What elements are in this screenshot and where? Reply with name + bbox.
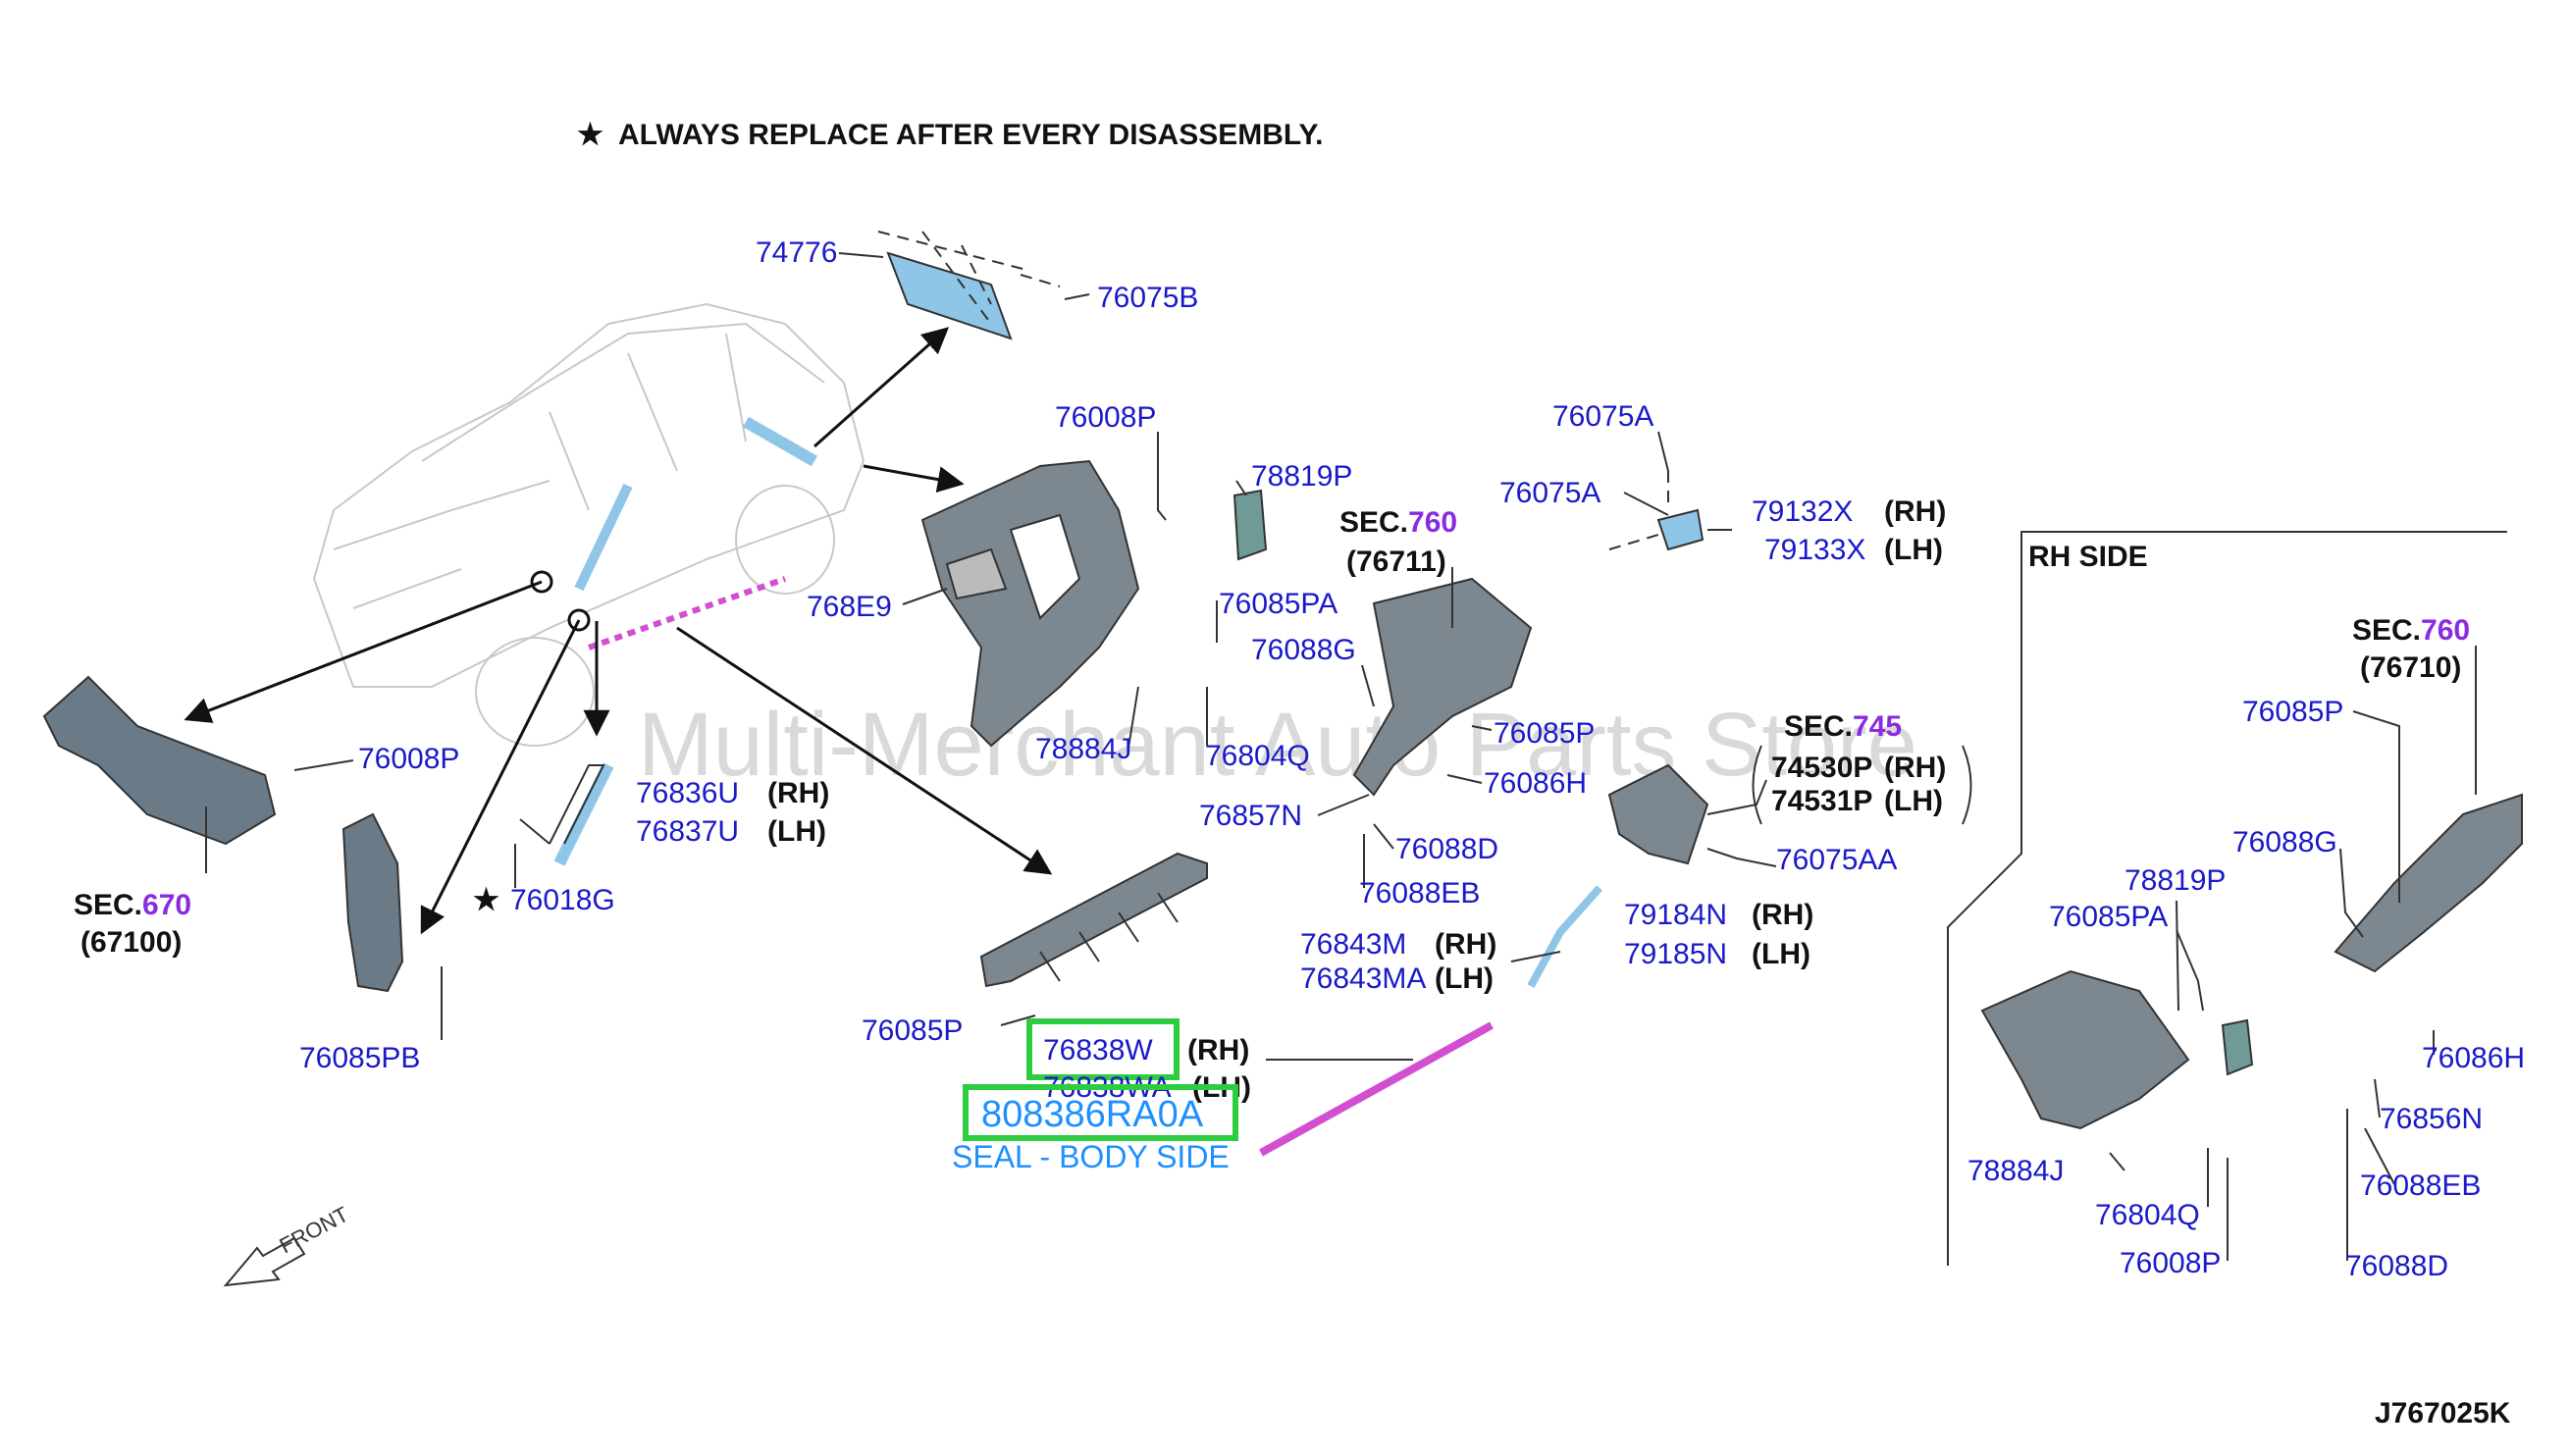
label-76836U[interactable]: 76836U <box>636 777 739 809</box>
part-78819P-cover <box>1233 489 1268 561</box>
label-76837U-lh: (LH) <box>767 815 826 848</box>
label-76088D-a[interactable]: 76088D <box>1395 833 1498 865</box>
front-label: FRONT <box>276 1202 353 1259</box>
label-76085PA-b[interactable]: 76085PA <box>2049 901 2168 933</box>
rh-side-frame <box>1947 531 2507 1266</box>
bracket-left <box>1752 745 1762 825</box>
label-768E9[interactable]: 768E9 <box>807 591 892 623</box>
label-76088G-a[interactable]: 76088G <box>1251 634 1356 666</box>
label-76088EB-a[interactable]: 76088EB <box>1359 877 1480 910</box>
label-76837U[interactable]: 76837U <box>636 815 739 848</box>
label-76085P-c[interactable]: 76085P <box>2242 696 2343 728</box>
part-sill-rail <box>979 852 1208 988</box>
part-rh-side-quarter-panel <box>1980 969 2254 1130</box>
note-star-icon: ★ <box>577 119 603 151</box>
label-76075B[interactable]: 76075B <box>1097 282 1198 314</box>
label-76838W-rh: (RH) <box>1187 1034 1249 1066</box>
highlight-part-number[interactable]: 808386RA0A <box>981 1094 1204 1135</box>
label-74776[interactable]: 74776 <box>756 236 837 269</box>
rh-side-label: RH SIDE <box>2028 541 2148 573</box>
label-79184N-rh: (RH) <box>1752 899 1813 931</box>
label-76018G-star-icon: ★ <box>473 884 499 916</box>
label-74530P-rh: (RH) <box>1884 752 1946 784</box>
label-67100: (67100) <box>80 926 182 959</box>
label-78884J-b[interactable]: 78884J <box>1967 1155 2064 1187</box>
bracket-right <box>1962 745 1972 825</box>
highlight-box-76838W <box>1026 1018 1180 1080</box>
part-79132X-clip <box>1608 471 1705 551</box>
label-76088D-b[interactable]: 76088D <box>2345 1250 2448 1282</box>
highlight-box-part-number <box>963 1084 1238 1141</box>
label-76018G[interactable]: 76018G <box>510 884 615 916</box>
label-76843MA[interactable]: 76843MA <box>1300 962 1426 995</box>
label-76008P-a[interactable]: 76008P <box>1055 401 1156 434</box>
part-rear-quarter-panel <box>920 459 1140 748</box>
label-76085PA-a[interactable]: 76085PA <box>1219 588 1337 620</box>
label-78884J-a[interactable]: 78884J <box>1035 733 1131 765</box>
label-sec-745[interactable]: SEC.745 <box>1784 710 1902 743</box>
part-wheel-house-inner <box>1352 577 1533 797</box>
part-dash-side-panel <box>42 675 277 846</box>
part-seal-body-side <box>1259 1021 1494 1157</box>
label-76804Q-a[interactable]: 76804Q <box>1205 740 1310 772</box>
highlight-description: SEAL - BODY SIDE <box>952 1139 1230 1174</box>
label-79185N[interactable]: 79185N <box>1624 938 1727 970</box>
note-text: ALWAYS REPLACE AFTER EVERY DISASSEMBLY. <box>618 119 1324 151</box>
label-76088EB-b[interactable]: 76088EB <box>2360 1170 2481 1202</box>
part-76836U-seal <box>519 762 614 866</box>
label-74531P[interactable]: 74531P <box>1771 785 1872 817</box>
label-sec-670[interactable]: SEC.670 <box>74 889 191 921</box>
label-74530P[interactable]: 74530P <box>1771 752 1872 784</box>
label-76075A-b[interactable]: 76075A <box>1499 477 1600 509</box>
label-76075A-a[interactable]: 76075A <box>1552 400 1653 433</box>
label-78819P-a[interactable]: 78819P <box>1251 460 1352 493</box>
part-74530P-bracket <box>1607 763 1709 865</box>
front-direction-indicator: FRONT <box>223 1202 353 1287</box>
label-79132X[interactable]: 79132X <box>1752 495 1853 528</box>
label-76857N[interactable]: 76857N <box>1199 800 1302 832</box>
label-76804Q-b[interactable]: 76804Q <box>2095 1199 2200 1231</box>
label-76086H-b[interactable]: 76086H <box>2422 1042 2525 1074</box>
leader-lines <box>205 252 2477 1261</box>
label-76856N[interactable]: 76856N <box>2380 1103 2483 1135</box>
label-76085P-b[interactable]: 76085P <box>862 1014 963 1047</box>
label-74531P-lh: (LH) <box>1884 785 1943 817</box>
label-76075AA[interactable]: 76075AA <box>1776 844 1897 876</box>
label-sec-760-a[interactable]: SEC.760 <box>1339 506 1457 539</box>
label-76711: (76711) <box>1346 546 1446 578</box>
label-76086H-a[interactable]: 76086H <box>1484 767 1587 800</box>
label-76008P-c[interactable]: 76008P <box>2120 1247 2221 1279</box>
label-79132X-rh: (RH) <box>1884 495 1946 528</box>
watermark: Multi-Merchant Auto Parts Store <box>638 695 1917 795</box>
diagram-code: J767025K <box>2375 1397 2511 1430</box>
label-76838W[interactable]: 76838W <box>1043 1034 1153 1066</box>
label-76085P-a[interactable]: 76085P <box>1494 717 1595 750</box>
part-76843M-seal <box>1527 885 1602 988</box>
vehicle-illustration <box>312 302 865 747</box>
label-76088G-b[interactable]: 76088G <box>2232 826 2337 858</box>
label-79133X[interactable]: 79133X <box>1764 534 1865 566</box>
label-76836U-rh: (RH) <box>767 777 829 809</box>
label-76843M-rh: (RH) <box>1435 928 1496 961</box>
part-center-pillar <box>341 812 404 993</box>
label-79184N[interactable]: 79184N <box>1624 899 1727 931</box>
label-76085PB[interactable]: 76085PB <box>299 1042 420 1074</box>
part-rh-side-wheel-house <box>2334 793 2523 973</box>
label-sec-760-b[interactable]: SEC.760 <box>2352 614 2470 647</box>
label-79185N-lh: (LH) <box>1752 938 1810 970</box>
label-78819P-b[interactable]: 78819P <box>2124 864 2226 897</box>
label-79133X-lh: (LH) <box>1884 534 1943 566</box>
label-76008P-b[interactable]: 76008P <box>358 743 459 775</box>
part-74776-reinforcement <box>877 231 1061 340</box>
label-76843M[interactable]: 76843M <box>1300 928 1406 961</box>
label-76710: (76710) <box>2360 651 2461 684</box>
label-76843MA-lh: (LH) <box>1435 962 1494 995</box>
